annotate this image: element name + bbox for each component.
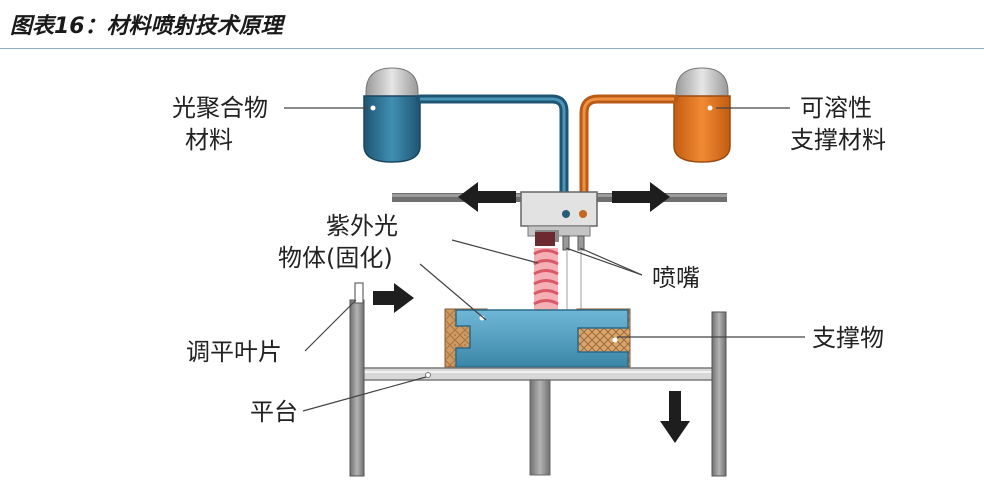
label-platform: 平台: [250, 398, 298, 426]
label-photopolymer-line2: 材料: [185, 126, 233, 154]
label-photopolymer-line1: 光聚合物: [172, 94, 268, 122]
uv-lamp: [535, 232, 555, 246]
photopolymer-tank: [363, 67, 421, 163]
printed-object: [455, 309, 629, 368]
platform-column: [529, 379, 551, 476]
leader-lines: [284, 107, 805, 412]
build-platform: [361, 367, 719, 381]
right-frame-post: [711, 311, 727, 477]
label-soluble-line1: 可溶性: [800, 94, 872, 122]
label-uv-line1: 紫外光: [326, 212, 398, 240]
uv-light-beam: [533, 248, 582, 310]
blade-direction-arrow-icon: [373, 283, 414, 313]
platform-down-arrow-icon: [660, 391, 690, 443]
label-support: 支撑物: [812, 324, 884, 352]
title-divider: [0, 48, 984, 49]
left-frame-post: [349, 299, 365, 477]
figure-title: 图表16：材料喷射技术原理: [10, 14, 283, 39]
soluble-support-tank: [673, 67, 731, 163]
label-uv-line2: 物体(固化): [278, 244, 393, 272]
leveling-blade: [354, 282, 364, 304]
label-leveling-blade: 调平叶片: [186, 338, 282, 366]
label-soluble-line2: 支撑材料: [790, 126, 886, 154]
label-nozzle: 喷嘴: [652, 264, 700, 292]
left-arrow-icon: [458, 182, 516, 212]
nozzle-left: [562, 235, 570, 251]
print-head: [520, 191, 598, 251]
right-arrow-icon: [612, 182, 670, 212]
